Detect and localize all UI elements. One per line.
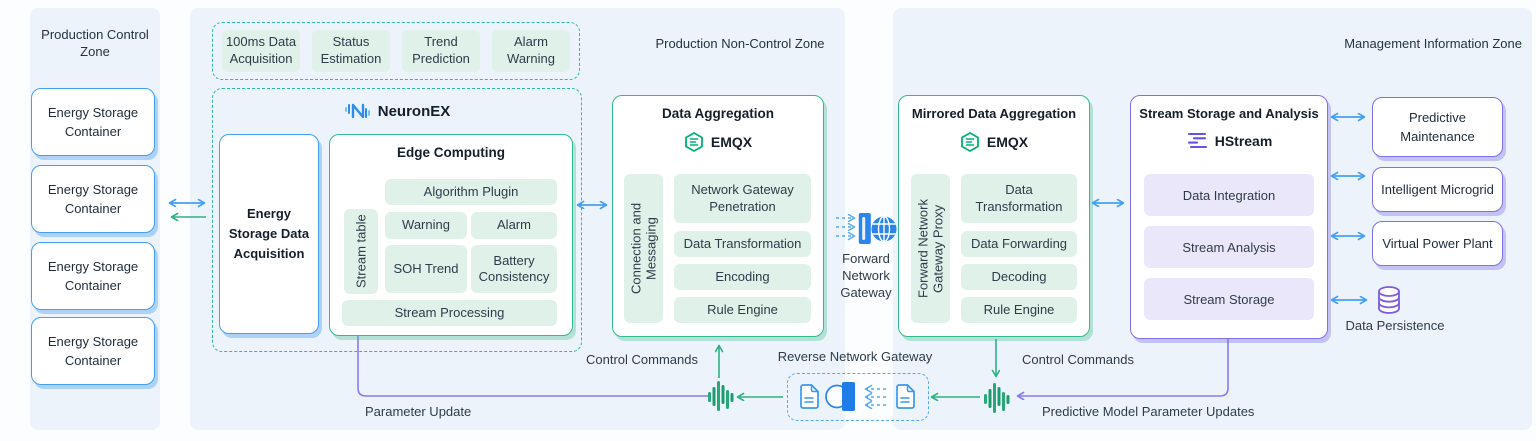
function-trend-prediction: Trend Prediction [402,30,480,72]
energy-storage-data-acquisition: Energy Storage Data Acquisition [219,134,319,334]
algorithm-plugin-box: Algorithm Plugin [385,179,557,205]
rule-engine-box: Rule Engine [961,297,1077,323]
parameter-update-label: Parameter Update [365,404,472,419]
energy-storage-container-3: Energy Storage Container [31,242,155,310]
soh-trend-box: SOH Trend [385,245,467,293]
energy-storage-container-2: Energy Storage Container [31,165,155,233]
zone-title-production-control: Production Control Zone [41,27,149,59]
forward-network-gateway-label: Forward Network Gateway [840,251,892,300]
reverse-gateway-box [787,373,929,421]
reverse-network-gateway-label: Reverse Network Gateway [777,349,933,364]
hstream-brand: HStream [1214,132,1273,149]
network-gateway-penetration-box: Network Gateway Penetration [674,174,811,223]
control-commands-right-label: Control Commands [1022,352,1134,367]
zone-title-management: Management Information Zone [1344,36,1522,51]
data-forwarding-box: Data Forwarding [961,231,1077,257]
data-persistence-label: Data Persistence [1345,318,1445,333]
control-commands-left-label: Control Commands [586,352,698,367]
mirrored-aggregation-title: Mirrored Data Aggregation [911,106,1077,121]
warning-box: Warning [385,212,467,239]
globe-gateway-icon [858,213,897,244]
encoding-box: Encoding [674,264,811,290]
intelligent-microgrid-box: Intelligent Microgrid [1372,167,1503,212]
mirrored-data-aggregation-box: Mirrored Data Aggregation EMQX Forward N… [898,95,1090,337]
database-icon [1378,286,1400,314]
neuronex-logo-icon [344,103,370,119]
function-status-estimation: Status Estimation [312,30,390,72]
battery-consistency-box: Battery Consistency [471,245,557,293]
stream-table-box: Stream table [344,209,378,294]
data-aggregation-box: Data Aggregation EMQX Connection and Mes… [612,95,824,337]
predictive-updates-label: Predictive Model Parameter Updates [1042,404,1255,419]
function-strip: 100ms Data Acquisition Status Estimation… [212,22,580,80]
stream-processing-box: Stream Processing [342,300,557,326]
decoding-box: Decoding [961,264,1077,290]
function-100ms-data-acquisition: 100ms Data Acquisition [222,30,300,72]
zone-title-non-control: Production Non-Control Zone [655,36,825,51]
alarm-box: Alarm [471,212,557,239]
emqx-logo-icon [960,132,979,152]
energy-storage-container-4: Energy Storage Container [31,317,155,385]
connection-messaging-box: Connection and Messaging [624,174,663,323]
data-aggregation-title: Data Aggregation [661,106,774,121]
stream-storage-title: Stream Storage and Analysis [1139,106,1319,121]
equalizer-bars-icon [984,383,1010,413]
edge-computing-box: Edge Computing Stream table Algorithm Pl… [329,134,573,336]
neuronex-brand: NeuronEX [377,102,451,120]
data-transformation-box: Data Transformation [961,174,1077,223]
equalizer-bars-icon [708,381,734,411]
emqx-brand: EMQX [710,134,753,150]
function-alarm-warning: Alarm Warning [492,30,570,72]
emqx-brand: EMQX [986,134,1029,150]
data-integration-box: Data Integration [1144,174,1314,216]
gateway-door-icon [825,382,855,411]
edge-computing-title: Edge Computing [397,145,505,160]
forward-gateway-proxy-box: Forward Network Gateway Proxy [911,174,950,323]
emqx-logo-icon [684,132,703,152]
neuronex-container: NeuronEX Energy Storage Data Acquisition… [212,88,582,352]
data-transformation-box: Data Transformation [674,231,811,257]
stream-storage-box: Stream Storage [1144,278,1314,320]
predictive-maintenance-box: Predictive Maintenance [1372,97,1503,157]
document-icon [800,384,819,409]
stream-storage-analysis-box: Stream Storage and Analysis HStream Data… [1130,95,1328,339]
stream-analysis-box: Stream Analysis [1144,226,1314,268]
rule-engine-box: Rule Engine [674,297,811,323]
virtual-power-plant-box: Virtual Power Plant [1372,221,1503,266]
energy-storage-container-1: Energy Storage Container [31,88,155,156]
hstream-logo-icon [1187,132,1207,149]
document-icon [896,384,915,409]
